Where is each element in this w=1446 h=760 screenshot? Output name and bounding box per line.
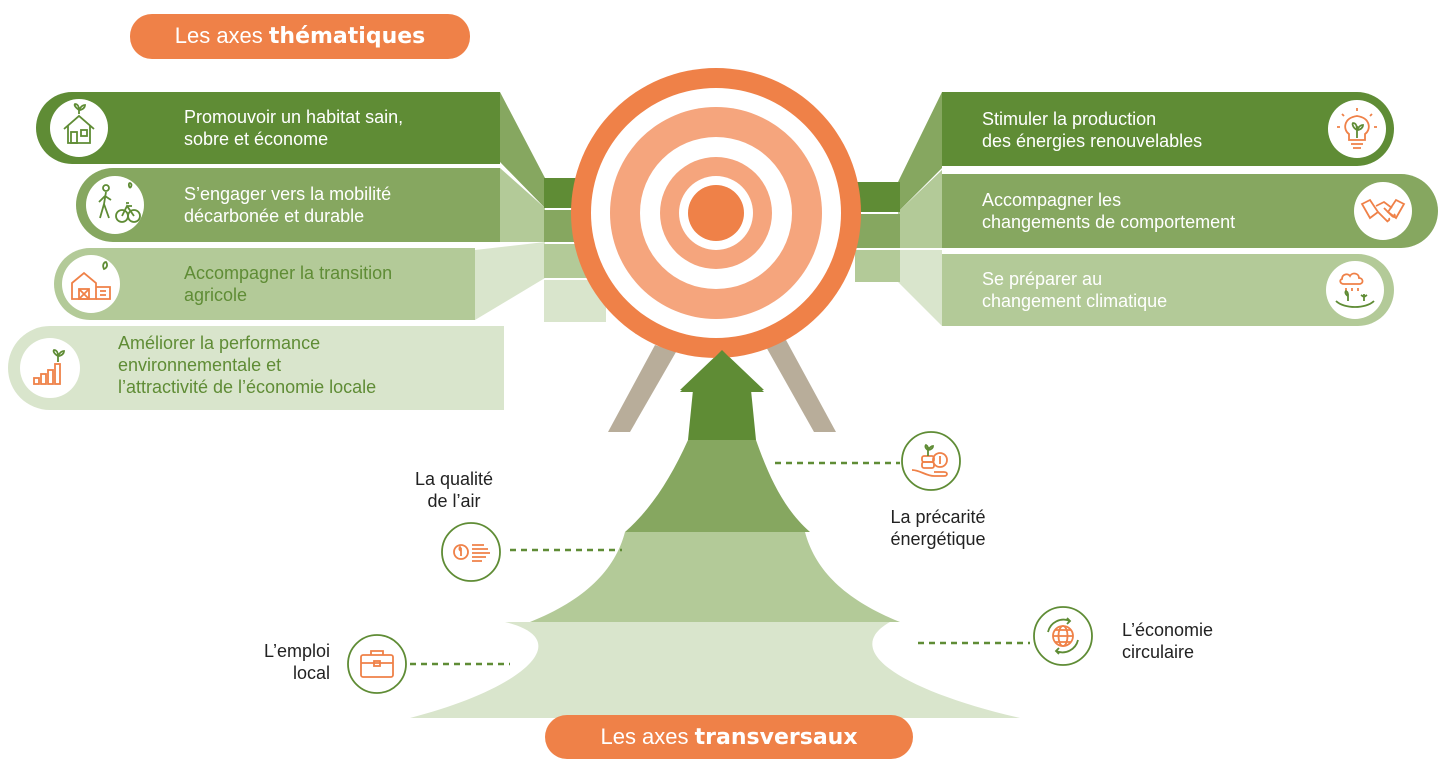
left-axis-1-line2: sobre et économe: [184, 129, 329, 149]
transversal-air-label: La qualité de l’air: [404, 468, 504, 512]
lightbulb-leaf-icon: [1337, 108, 1377, 149]
left-axis-2-line2: décarbonée et durable: [184, 206, 365, 226]
footer-pill-bold: transversaux: [694, 725, 858, 750]
transversal-precarite-line2: énergétique: [890, 529, 986, 549]
left-axis-2-line1: S’engager vers la mobilité: [184, 184, 392, 204]
right-axis-3: Se préparer au changement climatique: [942, 254, 1394, 326]
right-axis-3-line1: Se préparer au: [982, 269, 1103, 289]
transversal-emploi-line1: L’emploi: [263, 641, 330, 661]
left-axis-4-text: Améliorer la performance environnemental…: [118, 332, 376, 398]
transversal-emploi-icon-circle: [346, 633, 408, 695]
right-axis-1-line2: des énergies renouvelables: [982, 131, 1203, 151]
right-tab-2: [855, 214, 900, 248]
left-connector-1: [500, 92, 545, 208]
pedestrian-bike-icon: [98, 182, 141, 223]
left-axis-3: Accompagner la transition agricole: [54, 248, 475, 320]
stand-right-leg: [765, 340, 836, 432]
right-axis-3-text: Se préparer au changement climatique: [982, 268, 1167, 312]
left-axis-3-text: Accompagner la transition agricole: [184, 262, 392, 306]
growth-chart-icon: [33, 349, 65, 385]
right-axis-2-text: Accompagner les changements de comportem…: [982, 189, 1235, 233]
right-axis-2: Accompagner les changements de comportem…: [942, 174, 1438, 248]
left-axis-4-line1: Améliorer la performance: [118, 333, 321, 353]
left-axis-3-line2: agricole: [184, 285, 248, 305]
left-axis-2-text: S’engager vers la mobilité décarbonée et…: [184, 183, 391, 227]
right-tab-3: [855, 250, 900, 282]
right-axis-3-icon-circle: [1326, 261, 1384, 319]
farm-icon: [71, 261, 111, 300]
left-axis-2: S’engager vers la mobilité décarbonée et…: [76, 168, 500, 242]
right-connector-1: [898, 92, 942, 212]
transversal-precarite-label: La précarité énergétique: [870, 506, 1006, 550]
transversal-air-line2: de l’air: [427, 491, 481, 511]
header-pill-bold: thématiques: [268, 24, 426, 49]
transversal-emploi-label: L’emploi local: [220, 640, 330, 684]
right-connector-3: [898, 250, 942, 326]
transversal-precarite-icon-circle: [900, 430, 962, 492]
header-pill: Les axes thématiques: [130, 14, 470, 59]
mountain-band-4: [410, 622, 1020, 718]
transversal-air-line1: La qualité: [414, 469, 494, 489]
transversal-precarite-line1: La précarité: [890, 507, 986, 527]
left-axis-3-icon-circle: [62, 255, 120, 313]
mountain-band-3: [530, 532, 900, 622]
house-leaf-icon: [63, 103, 95, 144]
wind-leaf-icon: [441, 522, 501, 582]
target-bullseye: [688, 185, 744, 241]
transversal-emploi-line2: local: [292, 663, 330, 683]
right-axis-2-line1: Accompagner les: [982, 190, 1122, 210]
left-connector-2: [500, 168, 545, 242]
footer-pill-prefix: Les axes: [600, 724, 695, 749]
footer-pill: Les axes transversaux: [545, 715, 913, 759]
climate-icon: [1335, 272, 1375, 308]
right-axis-1: Stimuler la production des énergies reno…: [942, 92, 1394, 166]
stand-left-leg: [608, 345, 676, 432]
left-axis-1-line1: Promouvoir un habitat sain,: [184, 107, 404, 127]
circular-globe-icon: [1033, 606, 1093, 666]
transversal-economie-line2: circulaire: [1122, 642, 1195, 662]
left-axis-3-line1: Accompagner la transition: [184, 263, 393, 283]
right-axis-2-icon-circle: [1354, 182, 1412, 240]
transversal-economie-icon-circle: [1032, 605, 1094, 667]
left-axis-4-icon-circle: [20, 338, 80, 398]
right-tab-1: [855, 182, 900, 212]
header-pill-prefix: Les axes: [174, 23, 269, 48]
briefcase-icon: [347, 634, 407, 694]
right-connector-2: [898, 170, 942, 248]
transversal-economie-line1: L’économie: [1122, 620, 1214, 640]
right-axis-1-line1: Stimuler la production: [982, 109, 1157, 129]
right-axis-3-line2: changement climatique: [982, 291, 1168, 311]
left-axis-4: Améliorer la performance environnemental…: [8, 326, 504, 410]
mountain-band-2: [625, 440, 810, 532]
arrow-head: [680, 350, 764, 392]
left-axis-2-icon-circle: [86, 176, 144, 234]
left-axis-1-text: Promouvoir un habitat sain, sobre et éco…: [184, 106, 403, 150]
transversal-economie-label: L’économie circulaire: [1122, 619, 1252, 663]
left-connector-3: [475, 242, 545, 320]
left-axis-4-line3: l’attractivité de l’économie locale: [118, 377, 377, 397]
hand-coins-icon: [901, 431, 961, 491]
left-axis-4-line2: environnementale et: [118, 355, 282, 375]
left-axis-1: Promouvoir un habitat sain, sobre et éco…: [36, 92, 500, 164]
handshake-icon: [1360, 198, 1406, 223]
left-axis-1-icon-circle: [50, 99, 108, 157]
transversal-air-icon-circle: [440, 521, 502, 583]
right-axis-1-icon-circle: [1328, 100, 1386, 158]
right-axis-1-text: Stimuler la production des énergies reno…: [982, 108, 1202, 152]
right-axis-2-line2: changements de comportement: [982, 212, 1236, 232]
